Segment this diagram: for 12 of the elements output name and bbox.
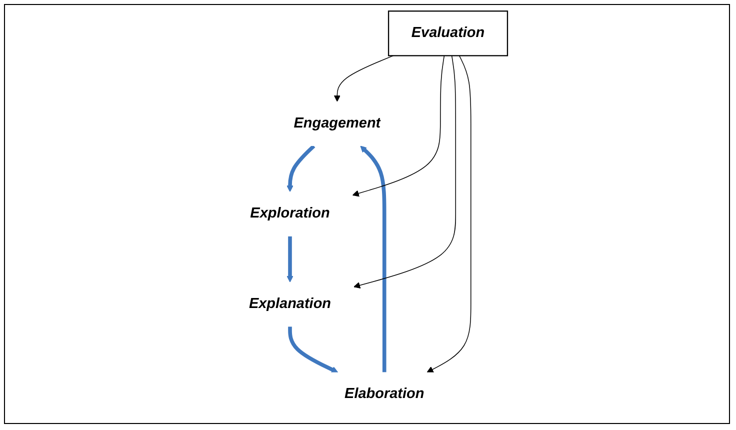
arrow — [334, 55, 394, 102]
arrow — [286, 236, 294, 282]
arrow — [360, 146, 386, 372]
arrow — [286, 144, 316, 192]
arrow — [426, 55, 472, 373]
arrow — [288, 326, 338, 373]
node-text: Exploration — [250, 205, 330, 222]
arrow — [352, 55, 445, 197]
node-box — [388, 10, 508, 56]
node-text: Elaboration — [344, 386, 424, 402]
arrow — [354, 55, 456, 289]
node-text: Explanation — [249, 296, 332, 312]
